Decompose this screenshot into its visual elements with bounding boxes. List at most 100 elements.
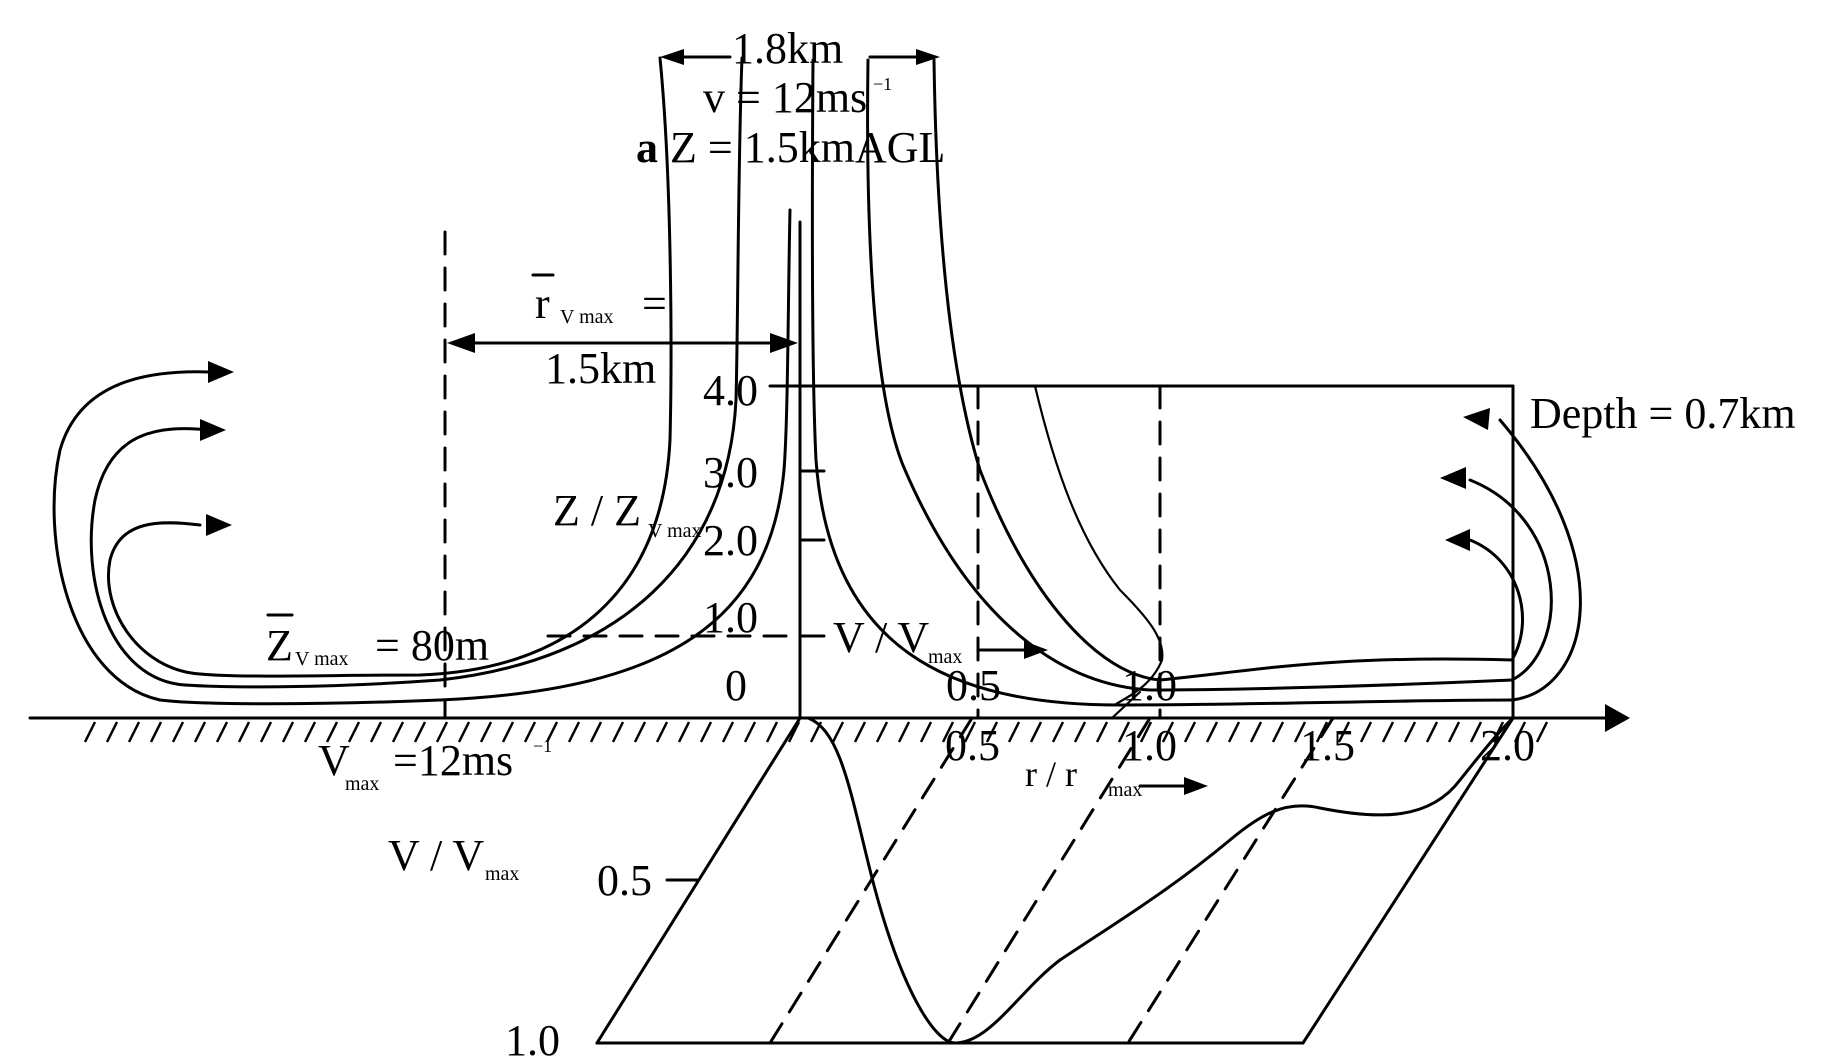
streamline-right-vmax [1033,384,1164,707]
hatch-mark [1469,721,1483,743]
upper-r-tick-10: 1.0 [1122,661,1177,710]
hatch-mark [479,721,493,743]
rvmax-value: 1.5km [545,344,656,393]
hatch-mark [743,721,757,743]
hatch-mark [193,721,207,743]
hatch-mark [215,721,229,743]
hatch-mark [699,721,713,743]
hatch-mark [1029,721,1043,743]
hatch-mark [1095,721,1109,743]
ground-hatching [83,721,1549,743]
hatch-mark [1513,721,1527,743]
depth-label: Depth = 0.7km [1530,389,1796,438]
hatch-mark [1007,721,1021,743]
hatch-mark [1315,721,1329,743]
hatch-mark [149,721,163,743]
right-streamlines [810,58,1514,707]
hatch-mark [237,721,251,743]
hatch-mark [567,721,581,743]
hatch-mark [963,721,977,743]
hatch-mark [501,721,515,743]
r-tick-20: 2.0 [1480,721,1535,770]
hatch-mark [1139,721,1153,743]
velocity-label: v = 12ms [703,73,867,122]
para-dash-10 [946,716,1152,1045]
hatch-mark [1425,721,1439,743]
hatch-mark [787,721,801,743]
rvmax-equals: = [642,279,667,328]
streamline-right-inner [810,58,1514,707]
hatch-mark [1051,721,1065,743]
zvmax-symbol: Z [266,621,293,670]
hatch-mark [105,721,119,743]
height-prefix: a [636,123,658,172]
streamline-right-mid [866,58,1514,692]
hatch-mark [1073,721,1087,743]
left-recirculation [52,361,234,702]
r-axis-label: r / r [1025,754,1077,794]
rvmax-sub: V max [560,306,614,328]
right-recirculation [1440,408,1582,702]
hatch-mark [611,721,625,743]
vmax-sup: −1 [533,736,552,756]
ground [28,704,1630,743]
hatch-mark [1183,721,1197,743]
hatch-mark [259,721,273,743]
hatch-mark [985,721,999,743]
hatch-mark [171,721,185,743]
z-axis [798,220,826,720]
width-label: 1.8km [732,24,843,73]
hatch-mark [83,721,97,743]
hatch-mark [1447,721,1461,743]
hatch-mark [435,721,449,743]
z-tick-label-3: 3.0 [703,448,758,497]
streamline-left-outer [198,56,673,678]
hatch-mark [875,721,889,743]
hatch-mark [303,721,317,743]
vmax-symbol: V [318,736,350,785]
width-arrows [660,49,940,65]
streamline-right-outer [932,58,1514,682]
r-axis-label-sub: max [1108,779,1142,801]
hatch-mark [919,721,933,743]
hatch-mark [1381,721,1395,743]
hatch-mark [721,721,735,743]
z-tick-label-0: 0 [725,661,747,710]
hatch-mark [1227,721,1241,743]
r-tick-15: 1.5 [1300,721,1355,770]
upper-r-tick-05: 0.5 [946,661,1001,710]
hatch-mark [1117,721,1131,743]
hatch-mark [325,721,339,743]
z-tick-label-2: 2.0 [703,516,758,565]
hatch-mark [1249,721,1263,743]
hatch-mark [281,721,295,743]
rvmax-arrow [447,333,798,353]
z-tick-label-1: 1.0 [703,593,758,642]
hatch-mark [677,721,691,743]
r-tick-10: 1.0 [1122,721,1177,770]
hatch-mark [831,721,845,743]
vmax-value: =12ms [393,736,513,785]
hatch-mark [1337,721,1351,743]
para-left [595,716,802,1045]
v-ratio-upper: V / V [833,613,929,662]
rvmax-symbol: r [535,279,550,328]
hatch-mark [765,721,779,743]
z-axis-label: Z / Z [553,486,641,535]
v-tick-05: 0.5 [597,856,652,905]
zvmax-sub: V max [295,648,349,670]
zvmax-value: = 80m [375,621,489,670]
para-right [1301,716,1515,1045]
hatch-mark [1535,721,1549,743]
hatch-mark [853,721,867,743]
hatch-mark [457,721,471,743]
hatch-mark [655,721,669,743]
hatch-mark [523,721,537,743]
hatch-mark [1403,721,1417,743]
para-dash-15 [1126,716,1335,1045]
lower-profile [595,716,1515,1045]
hatch-mark [941,721,955,743]
r-axis-arrowhead [1605,704,1630,732]
hatch-mark [413,721,427,743]
